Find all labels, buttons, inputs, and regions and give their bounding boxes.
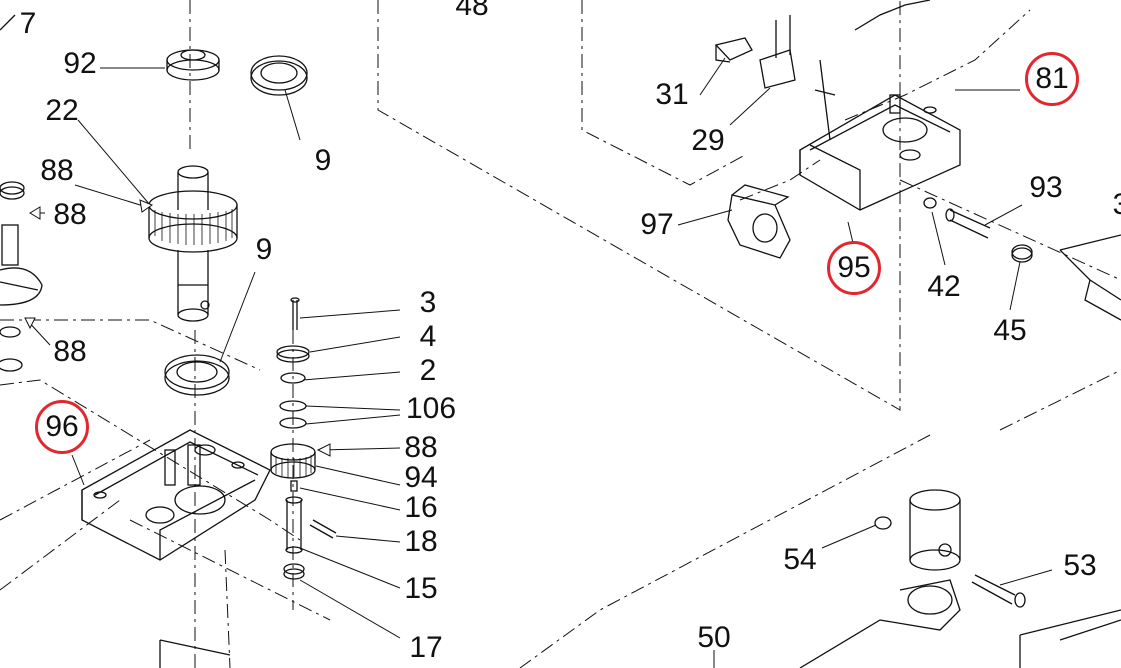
part-label-106: 106 <box>405 392 457 425</box>
part-label-16: 16 <box>404 491 438 524</box>
part-label-54: 54 <box>783 543 817 576</box>
part-label-97: 97 <box>640 208 674 241</box>
part-label-53: 53 <box>1063 549 1097 582</box>
part-label-9: 9 <box>314 144 332 177</box>
part-label-88: 88 <box>40 154 74 187</box>
subassembly-boundary-gearcase <box>377 0 901 411</box>
part-label-92: 92 <box>63 47 97 80</box>
part-label-4: 4 <box>419 320 437 353</box>
bearing-9-top <box>250 55 308 96</box>
part-label-94: 94 <box>404 461 438 494</box>
part-label-95-highlighted: 95 <box>827 241 881 295</box>
part-label-3-partial: 3 <box>1113 190 1121 220</box>
part-label-31: 31 <box>655 78 689 111</box>
part-label-88: 88 <box>53 198 87 231</box>
part-label-22: 22 <box>45 94 79 127</box>
part-label-50: 50 <box>697 621 731 654</box>
leader-lines <box>24 57 1053 668</box>
subassembly-boundary-switch <box>581 0 746 186</box>
part-label-15: 15 <box>404 572 438 605</box>
part-label-18: 18 <box>404 525 438 558</box>
part-label-48: 48 <box>455 0 489 22</box>
left-edge-parts <box>0 14 43 372</box>
part-label-81-highlighted: 81 <box>1025 52 1079 106</box>
part-label-96-highlighted: 96 <box>35 400 89 454</box>
part-label-17: 17 <box>409 631 443 664</box>
pin-parts <box>923 197 1121 321</box>
part-label-7: 7 <box>19 7 37 40</box>
part-label-88: 88 <box>404 431 438 464</box>
switch-parts <box>714 0 931 141</box>
part-97 <box>727 184 791 259</box>
part-label-29: 29 <box>691 124 725 157</box>
bearing-9-bottom <box>164 354 230 396</box>
part-label-45: 45 <box>993 314 1027 347</box>
gear-shaft-22 <box>148 49 238 322</box>
part-label-2: 2 <box>419 354 437 387</box>
part-label-3: 3 <box>419 286 437 319</box>
pinion-stack <box>270 297 337 580</box>
part-label-88: 88 <box>53 335 87 368</box>
part-label-42: 42 <box>927 270 961 303</box>
lower-linkage <box>159 489 1121 668</box>
part-label-93: 93 <box>1029 171 1063 204</box>
motor-housing-95 <box>799 94 961 211</box>
part-label-9: 9 <box>255 233 273 266</box>
gearcase-96 <box>81 429 271 561</box>
